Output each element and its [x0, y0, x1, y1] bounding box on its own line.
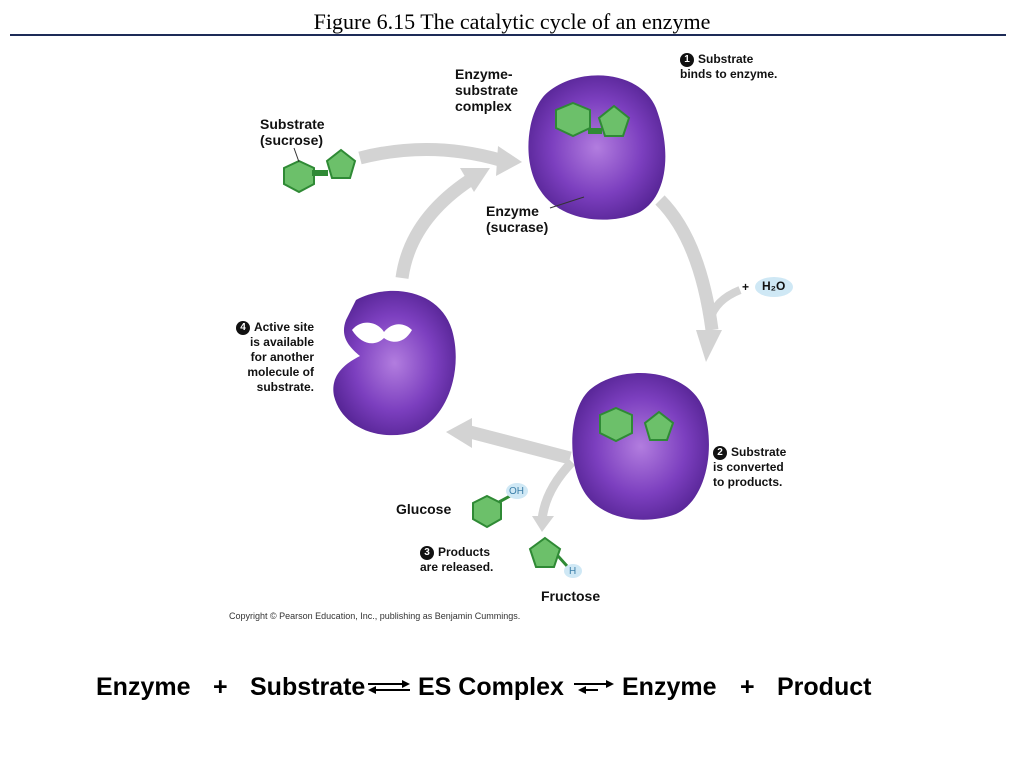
water-bubble — [755, 277, 793, 297]
step3-label: 3 Products are released. — [420, 545, 493, 575]
glucose-molecule — [472, 483, 528, 529]
arrow-substrate-to-enzyme-head — [496, 146, 522, 176]
enzyme-with-products — [572, 372, 709, 520]
es-complex-line2: substrate — [455, 82, 519, 98]
arrow-bottom-left-head — [446, 418, 472, 448]
oh-bubble — [506, 483, 528, 499]
product-pentagon — [643, 410, 675, 441]
enzyme-label-line1: Enzyme — [486, 203, 539, 219]
equation-substrate: Substrate — [250, 673, 366, 701]
h-label: H — [569, 566, 577, 577]
bound-substrate-bond — [588, 128, 602, 134]
water-label: H₂O — [762, 279, 786, 293]
fructose-label: Fructose — [541, 588, 601, 604]
equation-es-complex: ES Complex — [418, 673, 564, 701]
sucrose-pentagon — [325, 148, 357, 179]
step1-label: 1 Substrate binds to enzyme. — [680, 52, 777, 82]
es-complex-label: Enzyme- substrate complex — [455, 66, 518, 114]
enzyme-label: Enzyme (sucrase) — [486, 203, 548, 235]
step2-number-icon: 2 — [713, 446, 727, 460]
h-bubble — [564, 564, 582, 578]
es-complex-line3: complex — [455, 98, 512, 114]
arrow-products-down — [537, 458, 576, 521]
step2-line2: is converted — [713, 460, 784, 474]
arrow-right-down-head — [696, 330, 722, 362]
arrow-bottom-left — [468, 425, 572, 465]
arrow-substrate-to-enzyme — [358, 143, 502, 167]
equation-arrows-1 — [368, 680, 410, 694]
step1-line1: Substrate — [698, 52, 754, 66]
enzyme-label-line2: (sucrase) — [486, 219, 549, 235]
glucose-label: Glucose — [396, 501, 452, 517]
arrow-left-up-head — [460, 168, 490, 192]
enzyme-label-leader — [549, 196, 585, 209]
step1-number-icon: 1 — [680, 53, 694, 67]
substrate-label-leader — [293, 147, 300, 163]
step3-line2: are released. — [420, 560, 494, 574]
enzyme-top-shape — [528, 75, 666, 220]
substrate-label-line1: Substrate — [260, 116, 325, 132]
arrow-right-down — [655, 195, 719, 331]
equation-plus-1: + — [213, 673, 228, 701]
fructose-bond — [556, 554, 569, 568]
free-enzyme — [333, 290, 456, 436]
step4-line1: Active site — [253, 320, 314, 334]
es-complex-line1: Enzyme- — [455, 66, 513, 82]
step1-line2: binds to enzyme. — [680, 67, 778, 81]
enzyme-substrate-complex — [528, 75, 666, 220]
enzyme-right-shape — [572, 372, 709, 520]
step4-line4: molecule of — [247, 365, 314, 379]
step2-line3: to products. — [713, 475, 783, 489]
step4-line2: is available — [249, 335, 314, 349]
equation-product: Product — [777, 673, 872, 701]
bound-substrate-hexagon — [555, 101, 591, 138]
step4-line5: substrate. — [256, 380, 314, 394]
equation-enzyme-2: Enzyme — [622, 673, 717, 701]
figure-title: Figure 6.15 The catalytic cycle of an en… — [313, 9, 711, 34]
free-substrate-sucrose — [283, 147, 357, 194]
step3-number-icon: 3 — [420, 546, 434, 560]
arrow-left-up — [395, 174, 474, 280]
sucrose-hexagon — [283, 159, 315, 194]
step4-line3: for another — [250, 350, 314, 364]
copyright-notice: Copyright © Pearson Education, Inc., pub… — [229, 611, 521, 621]
oh-label: OH — [509, 486, 524, 497]
arrow-water-in — [706, 286, 742, 322]
glucose-hexagon — [472, 494, 502, 529]
glucose-bond — [498, 494, 511, 504]
arrow-products-down-head — [532, 516, 554, 532]
equation-enzyme: Enzyme — [96, 673, 191, 701]
substrate-label: Substrate (sucrose) — [260, 116, 325, 148]
cycle-arrows — [358, 143, 742, 532]
product-hexagon — [599, 406, 633, 443]
step2-line1: Substrate — [731, 445, 787, 459]
fructose-pentagon — [528, 536, 562, 568]
fructose-molecule — [528, 536, 582, 578]
active-site-notch — [352, 322, 412, 344]
equation-arrows-2 — [574, 680, 614, 694]
step2-label: 2 Substrate is converted to products. — [713, 445, 786, 490]
plus-sign: + — [742, 280, 750, 294]
step3-line1: Products — [438, 545, 491, 559]
step4-number-icon: 4 — [235, 321, 250, 335]
substrate-label-line2: (sucrose) — [260, 132, 324, 148]
enzyme-left-shape — [333, 290, 456, 436]
bound-substrate-pentagon — [597, 104, 631, 137]
equation-plus-2: + — [740, 673, 755, 701]
sucrose-bond — [312, 170, 328, 176]
title-rule — [10, 34, 1006, 36]
